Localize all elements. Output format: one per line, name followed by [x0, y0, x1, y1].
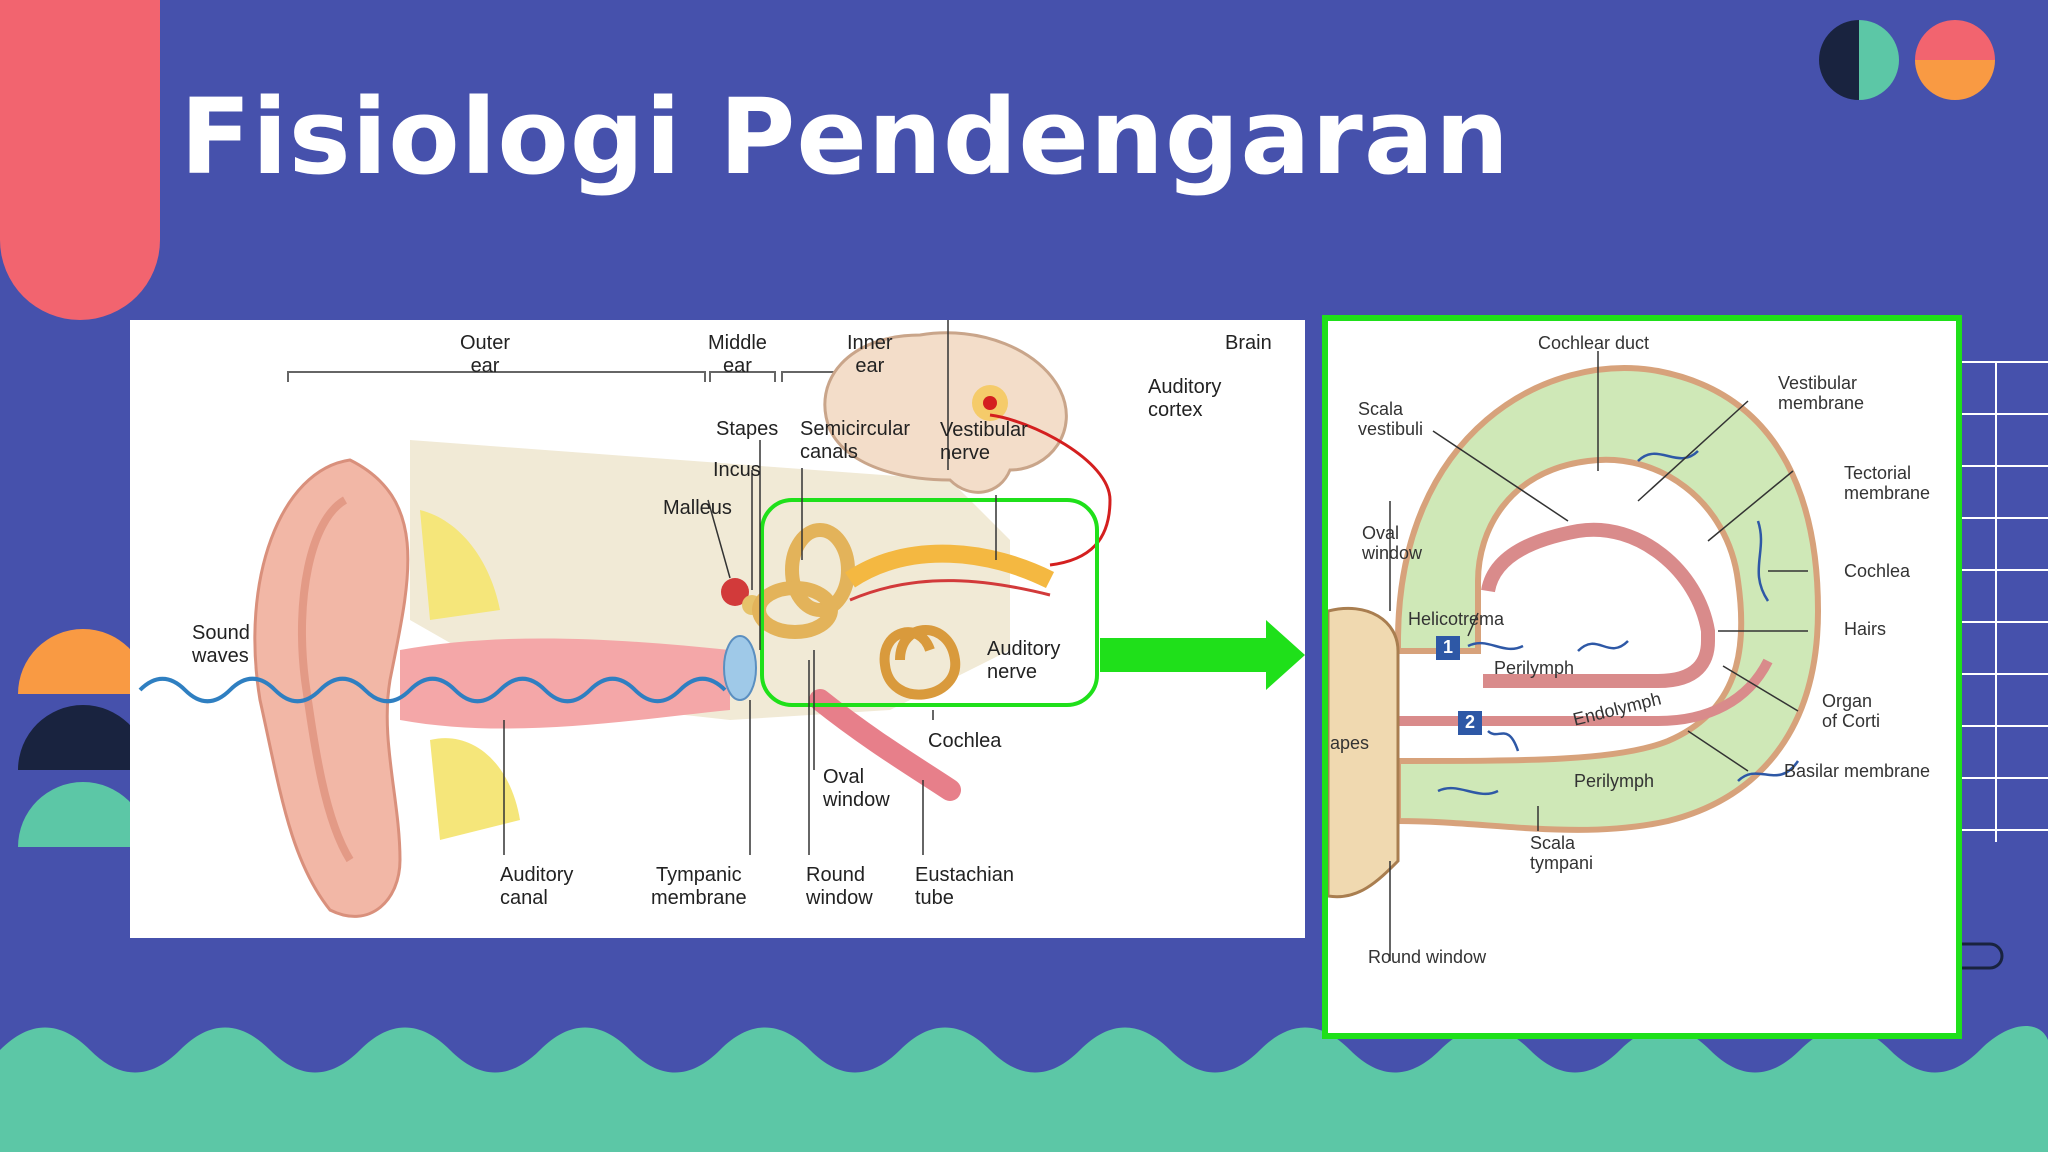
navy-half-circle	[18, 705, 148, 770]
cartilage-lower	[430, 738, 520, 840]
label-organ-of-corti: Organ of Corti	[1822, 691, 1881, 731]
label-tympanic-membrane: Tympanic membrane	[651, 864, 747, 909]
fluid-flow-arrows	[1437, 450, 1800, 796]
coral-pill-shape	[0, 0, 160, 320]
label-cochlea-panel: Cochlea	[1844, 561, 1911, 581]
sound-wave	[138, 676, 727, 704]
label-oval-window: Oval window	[823, 766, 890, 811]
marker-1-box	[1436, 636, 1460, 660]
marker-2-box	[1458, 711, 1482, 735]
label-round-window-cochlea: Round window	[1368, 947, 1487, 967]
stapes-partial-shape	[1328, 606, 1400, 899]
teal-wave	[0, 1026, 2048, 1152]
label-auditory-cortex: Auditory cortex	[1148, 376, 1222, 421]
label-vestibular-membrane: Vestibular membrane	[1778, 373, 1865, 413]
label-oval-window-cochlea: Oval window	[1362, 523, 1423, 563]
inner-ear-highlight	[760, 498, 1099, 707]
cochlear-duct-shape	[1481, 522, 1715, 688]
navy-semicircle	[1819, 20, 1859, 100]
auditory-signal-line	[849, 579, 1051, 602]
cochlea-illustration	[1328, 351, 1822, 961]
leader-lines	[503, 320, 997, 855]
label-brain: Brain	[1225, 332, 1272, 354]
pinna	[253, 458, 410, 918]
cochlea-leader-lines	[1389, 351, 1808, 961]
label-cochlear-duct: Cochlear duct	[1538, 333, 1650, 353]
inner-ear-structures	[752, 523, 855, 639]
label-eustachian-tube: Eustachian tube	[915, 864, 1014, 909]
label-auditory-nerve: Auditory nerve	[987, 638, 1061, 683]
label-perilymph-top: Perilymph	[1494, 658, 1575, 678]
coral-semicircle	[1915, 20, 1995, 60]
marker-1-label: 1	[1443, 637, 1454, 657]
label-perilymph-bottom: Perilymph	[1574, 771, 1655, 791]
label-stapes-partial: apes	[1330, 733, 1370, 753]
basilar-membrane-shape	[1393, 658, 1773, 726]
label-semicircular-canals: Semicircular canals	[800, 418, 911, 463]
brain-shape	[823, 331, 1068, 494]
tympanic-membrane-shape	[723, 635, 757, 701]
label-middle-ear: Middle ear	[708, 332, 767, 377]
label-stapes: Stapes	[716, 418, 779, 440]
teal-semicircle	[1859, 20, 1899, 100]
label-malleus: Malleus	[663, 497, 732, 519]
eustachian-tube-shape	[809, 689, 961, 801]
auditory-cortex-dot	[983, 396, 997, 410]
label-vestibular-nerve: Vestibular nerve	[940, 419, 1028, 464]
grid-lines	[1950, 361, 2048, 842]
label-incus: Incus	[713, 459, 761, 481]
label-basilar-membrane: Basilar membrane	[1784, 761, 1931, 781]
ear-anatomy-diagram: Outer ear Middle ear Inner ear Brain Aud…	[130, 320, 1305, 938]
marker-2-label: 2	[1465, 712, 1476, 732]
cartilage-upper	[420, 510, 500, 620]
cochlea-outer	[1395, 365, 1822, 833]
pathway-to-brain	[989, 413, 1112, 567]
label-inner-ear: Inner ear	[847, 332, 893, 377]
cochlea-diagram: Cochlear duct Scala vestibuli Vestibular…	[1322, 315, 1962, 1039]
label-sound-waves: Sound waves	[192, 622, 250, 667]
label-hairs: Hairs	[1844, 619, 1887, 639]
ear-illustration	[138, 320, 1112, 918]
label-cochlea: Cochlea	[928, 730, 1002, 752]
malleus-shape	[721, 578, 749, 606]
label-scala-vestibuli: Scala vestibuli	[1358, 399, 1424, 439]
label-tectorial-membrane: Tectorial membrane	[1844, 463, 1931, 503]
orange-half-circle	[18, 629, 148, 694]
label-scala-tympani: Scala tympani	[1530, 833, 1594, 873]
slide-title: Fisiologi Pendengaran	[180, 76, 1511, 198]
label-helicotrema: Helicotrema	[1408, 609, 1505, 629]
nerve-bundle	[845, 544, 1055, 589]
label-round-window: Round window	[806, 864, 873, 909]
label-auditory-canal: Auditory canal	[500, 864, 574, 909]
orange-semicircle	[1915, 60, 1995, 100]
cochlea-spiral	[879, 625, 961, 700]
auditory-canal-shape	[400, 638, 730, 729]
pinna-fold	[297, 496, 354, 863]
label-outer-ear: Outer ear	[460, 332, 511, 377]
teal-half-circle	[18, 782, 148, 847]
